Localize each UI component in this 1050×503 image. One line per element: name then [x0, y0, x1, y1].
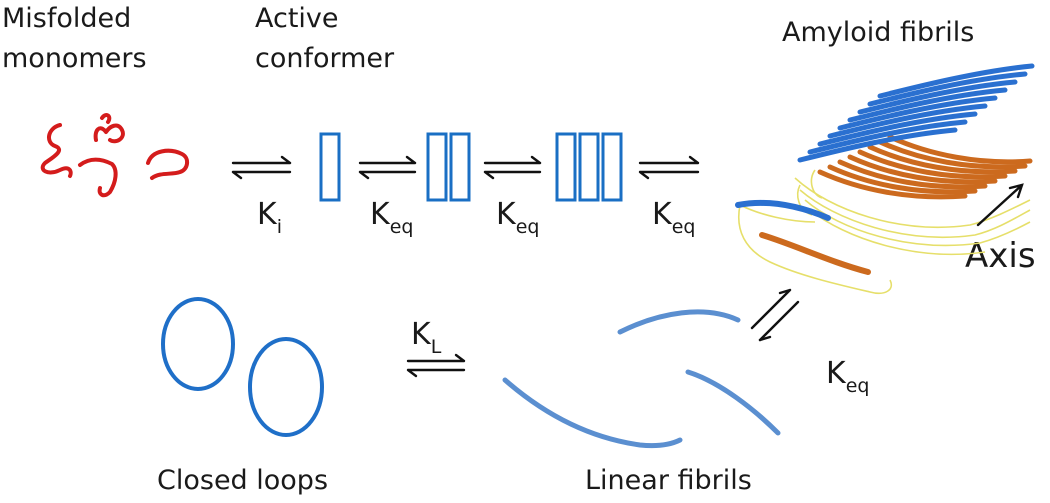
- linear-fibrils-label: Linear fibrils: [585, 465, 752, 496]
- closed-loops-label: Closed loops: [157, 465, 329, 496]
- keq-constant-2: Keq: [496, 197, 540, 238]
- misfolded-label-line2: monomers: [2, 43, 147, 74]
- kl-constant: KL: [411, 317, 442, 358]
- active-conformer-label-line2: conformer: [255, 43, 395, 74]
- equilibrium-arrow-2-icon: [358, 155, 417, 180]
- misfolded-monomers-icon: [40, 113, 189, 198]
- linear-fibrils-icon: [502, 309, 781, 449]
- equilibrium-arrow-1-icon: [231, 155, 292, 180]
- equilibrium-arrows: [231, 155, 800, 378]
- equilibrium-arrow-kl-icon: [406, 353, 466, 378]
- active-conformer-label-line1: Active: [255, 3, 339, 34]
- equilibrium-arrow-3-icon: [483, 155, 542, 180]
- amyloid-fibril-structure: [735, 63, 1035, 295]
- amyloid-fibrils-label: Amyloid fibrils: [782, 17, 975, 48]
- strand-blue-icon: [735, 199, 831, 221]
- closed-loops-icon: [161, 297, 324, 437]
- strand-orange-icon: [759, 232, 871, 275]
- ki-constant: Ki: [257, 197, 282, 238]
- axis-arrow-icon: [976, 183, 1024, 227]
- keq-constant-4: Keq: [826, 356, 870, 397]
- conformer-dimer-icon: [426, 132, 471, 202]
- conformer-monomer-icon: [319, 132, 341, 202]
- conformer-trimer-icon: [555, 132, 623, 202]
- keq-constant-3: Keq: [652, 197, 696, 238]
- equilibrium-arrow-4-icon: [638, 155, 700, 180]
- keq-constant-1: Keq: [370, 197, 414, 238]
- equilibrium-arrow-diagonal-icon: [750, 288, 800, 342]
- misfolded-label-line1: Misfolded: [2, 3, 132, 34]
